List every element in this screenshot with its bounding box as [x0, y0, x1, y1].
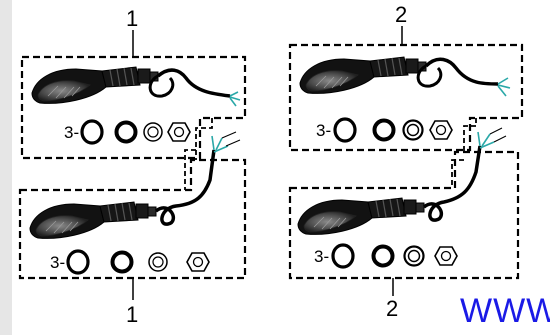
lamp-wire — [424, 57, 499, 86]
turn-signal-lamp-rear-left — [29, 201, 157, 239]
hardware-qty-label: 3- — [316, 121, 331, 140]
turn-signal-lamp-front-left — [31, 66, 159, 104]
washer-icon — [80, 119, 104, 145]
hex-nut-icon — [167, 122, 191, 142]
right-group: 2 2 3- 3- — [288, 2, 524, 321]
hardware-qty-label: 3- — [50, 253, 65, 272]
right-top-dashed-box — [288, 43, 524, 152]
bushing-icon — [402, 119, 424, 141]
flat-washer-icon — [143, 122, 163, 142]
callout-left-bottom: 1 — [126, 302, 138, 327]
lamp-wire — [156, 68, 231, 98]
left-top-dashed-box — [20, 55, 247, 160]
hex-nut-icon — [186, 252, 210, 272]
left-dashed-leader — [184, 118, 213, 190]
lamp-wire — [422, 145, 482, 222]
hex-nut-icon — [429, 120, 453, 140]
flat-washer-icon — [148, 252, 168, 272]
callout-left-top: 1 — [126, 6, 138, 31]
turn-signal-lamp-front-right — [299, 56, 427, 94]
hardware-qty-label: 3- — [64, 123, 79, 142]
thick-washer-icon — [371, 244, 395, 268]
washer-icon — [66, 249, 90, 275]
right-dashed-leader — [451, 118, 477, 188]
washer-icon — [331, 243, 355, 269]
left-bottom-dashed-box — [18, 158, 247, 280]
thick-washer-icon — [372, 118, 396, 142]
washer-icon — [333, 117, 357, 143]
right-bottom-dashed-box — [288, 150, 520, 280]
bushing-icon — [403, 245, 425, 267]
lamp-wire — [154, 149, 216, 226]
hardware-qty-label: 3- — [314, 247, 329, 266]
hex-nut-icon — [434, 246, 458, 266]
thick-washer-icon — [114, 120, 138, 144]
page-margin — [0, 0, 12, 335]
callout-right-bottom: 2 — [386, 296, 398, 321]
callout-right-top: 2 — [395, 2, 407, 27]
thick-washer-icon — [110, 250, 134, 274]
left-group: 1 1 3- 3- — [18, 6, 247, 327]
turn-signal-lamp-rear-right — [297, 197, 425, 235]
watermark-text: WWW — [460, 292, 550, 330]
watermark-clip: WWW — [455, 290, 550, 335]
